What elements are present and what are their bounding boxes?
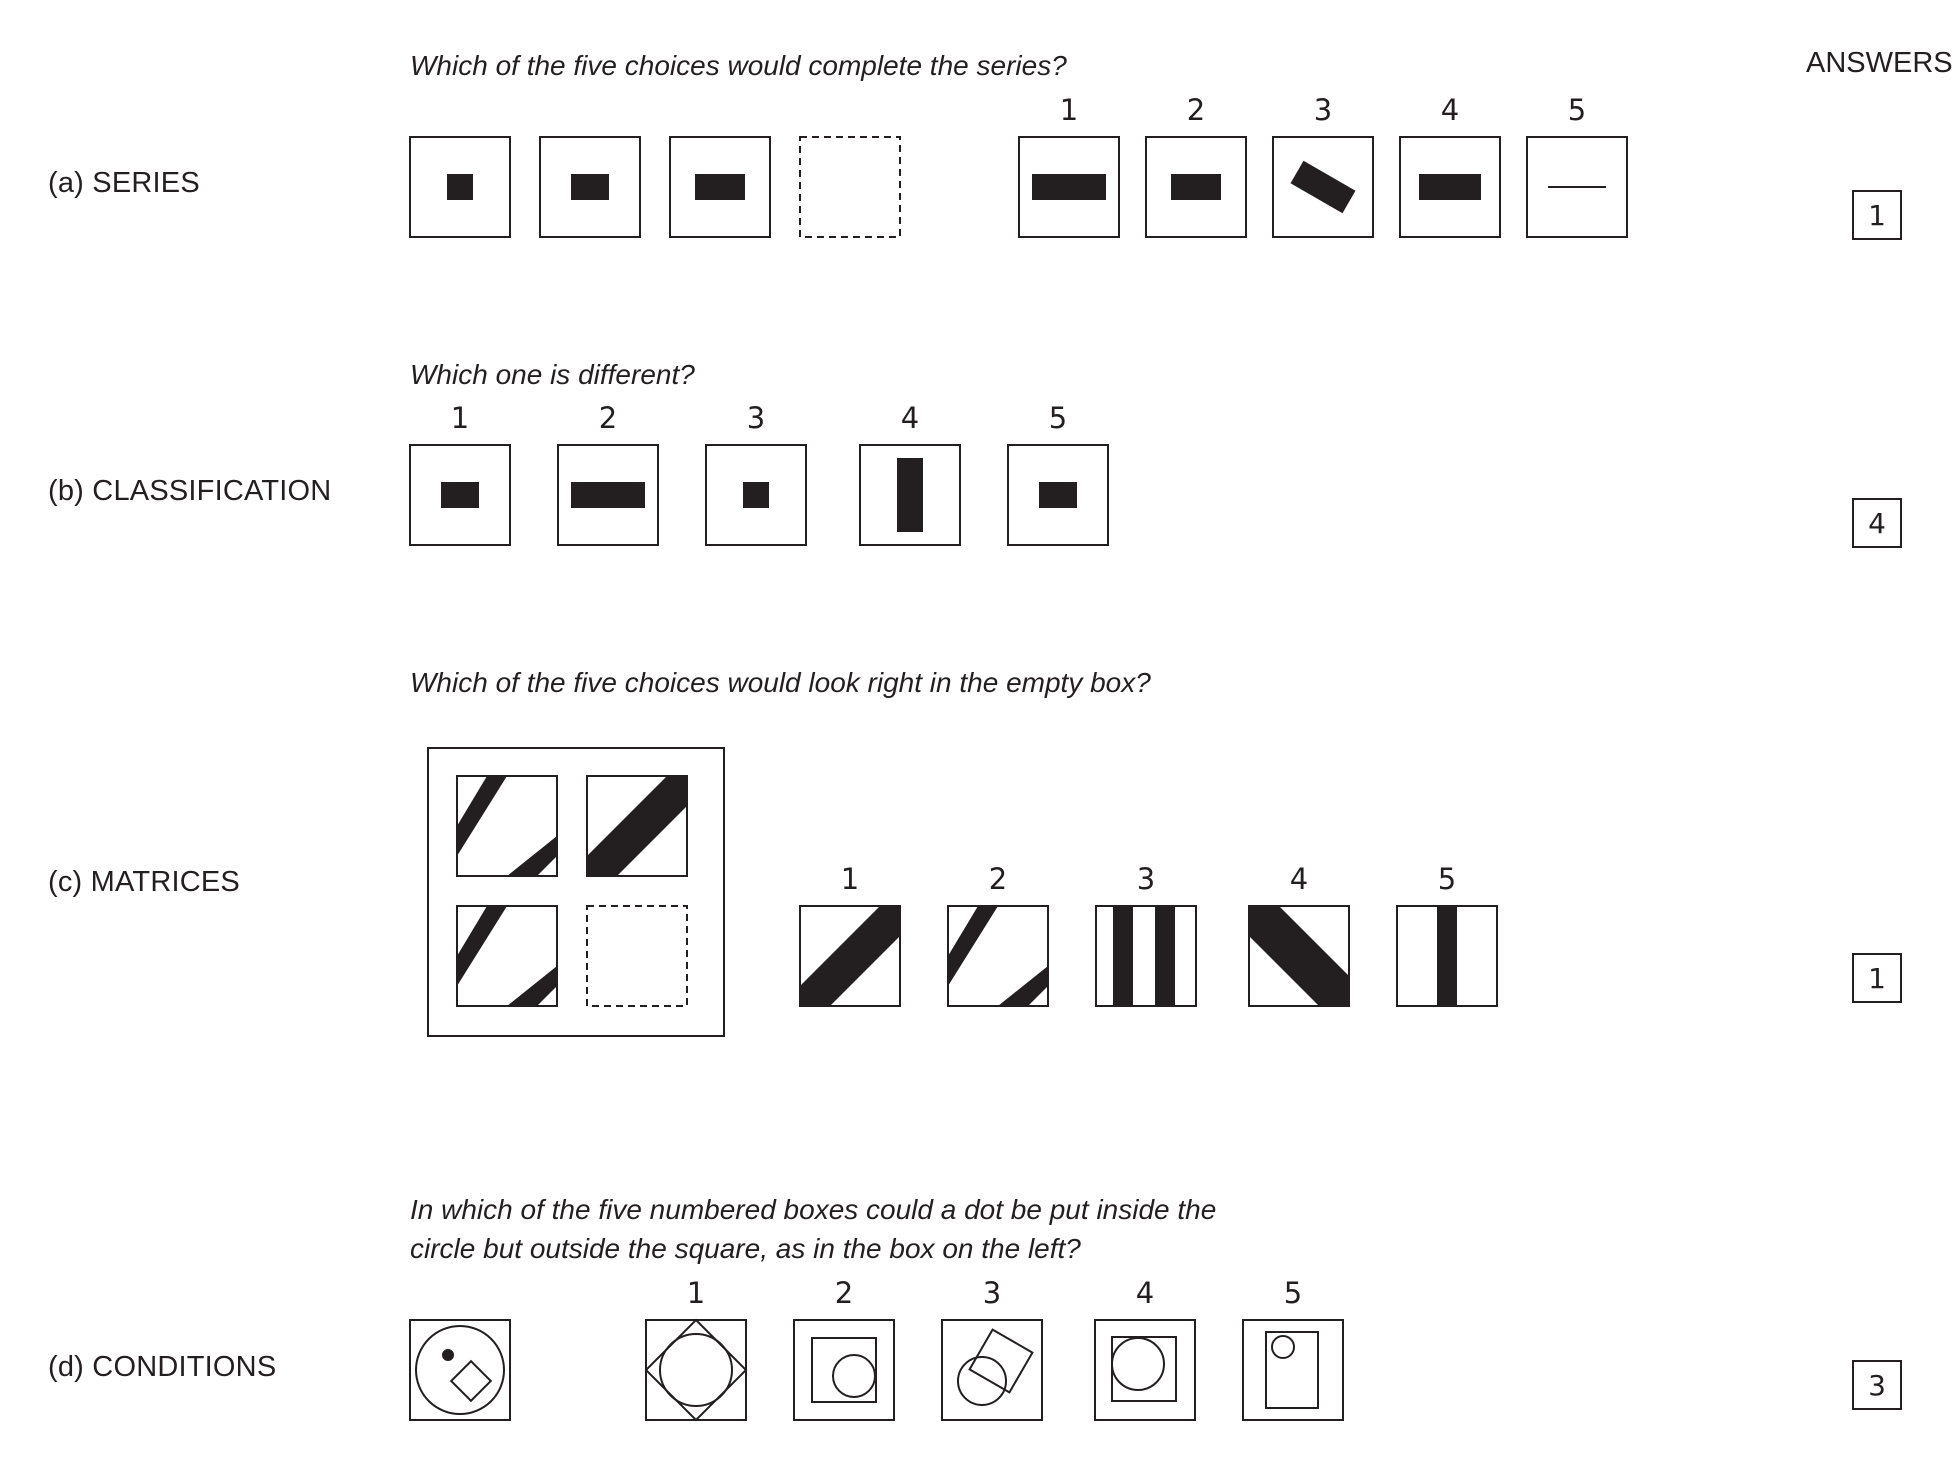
classification-choice-5[interactable]	[1007, 444, 1109, 546]
section-a-question: Which of the five choices would complete…	[410, 50, 1067, 81]
answer-box-b: 4	[1852, 498, 1902, 548]
answers-heading: ANSWERS	[1806, 47, 1953, 79]
series-choice-2[interactable]	[1145, 136, 1247, 238]
choice-3-square	[968, 1328, 1034, 1394]
conditions-choice-5[interactable]	[1242, 1319, 1344, 1421]
series-box-2	[539, 136, 641, 238]
matrix-empty-cell	[586, 905, 688, 1007]
choice-1-bar	[1032, 174, 1106, 200]
matrix-choice-3[interactable]	[1095, 905, 1197, 1007]
classification-number-4: 4	[901, 401, 919, 435]
matrix-choice-3-stripe-right	[1155, 906, 1175, 1006]
section-c-label: (c) MATRICES	[48, 866, 240, 898]
matrix-choice-2-stripes	[948, 906, 1048, 1006]
answer-box-d: 3	[1852, 1360, 1902, 1410]
matrix-frame	[427, 747, 725, 1037]
conditions-example-box	[409, 1319, 511, 1421]
matrix-number-1: 1	[841, 862, 859, 896]
choice-4-circle	[1111, 1337, 1165, 1391]
matrix-cell-1-stripes	[457, 776, 557, 876]
matrix-number-2: 2	[989, 862, 1007, 896]
classification-choice-1[interactable]	[409, 444, 511, 546]
series-number-4: 4	[1441, 93, 1459, 127]
section-c-question: Which of the five choices would look rig…	[410, 667, 1151, 698]
choice-5-circle	[1271, 1335, 1295, 1359]
series-sequence	[409, 136, 901, 238]
series-bar-1	[447, 174, 473, 200]
example-dot	[442, 1349, 454, 1361]
choice-5-rectangle	[1265, 1331, 1319, 1409]
series-number-3: 3	[1314, 93, 1332, 127]
classification-number-3: 3	[747, 401, 765, 435]
section-b-label: (b) CLASSIFICATION	[48, 475, 332, 507]
classification-number-2: 2	[599, 401, 617, 435]
conditions-choices	[645, 1319, 1344, 1421]
conditions-choice-4[interactable]	[1094, 1319, 1196, 1421]
matrix-choices	[799, 905, 1498, 1007]
matrix-cell-2	[586, 775, 688, 877]
answer-box-c: 1	[1852, 953, 1902, 1003]
classification-bar-2	[571, 482, 645, 508]
choice-1-circle	[659, 1333, 733, 1407]
series-bar-2	[571, 174, 609, 200]
series-box-1	[409, 136, 511, 238]
choice-2-circle	[832, 1354, 876, 1398]
matrix-choice-4-stripe	[1249, 906, 1349, 1006]
example-square	[449, 1359, 493, 1403]
classification-number-5: 5	[1049, 401, 1067, 435]
classification-number-1: 1	[451, 401, 469, 435]
series-choice-5[interactable]	[1526, 136, 1628, 238]
matrix-choice-4[interactable]	[1248, 905, 1350, 1007]
classification-choice-4[interactable]	[859, 444, 961, 546]
classification-choice-3[interactable]	[705, 444, 807, 546]
classification-choices	[409, 444, 1109, 546]
section-d-label: (d) CONDITIONS	[48, 1351, 277, 1383]
classification-bar-1	[441, 482, 479, 508]
conditions-choice-3[interactable]	[941, 1319, 1043, 1421]
choice-3-circle	[957, 1356, 1007, 1406]
conditions-number-1: 1	[687, 1276, 705, 1310]
answer-box-a: 1	[1852, 190, 1902, 240]
section-b-question: Which one is different?	[410, 359, 695, 390]
choice-2-square	[811, 1337, 877, 1403]
choice-1-diamond	[644, 1318, 748, 1422]
matrix-number-3: 3	[1137, 862, 1155, 896]
choice-4-square	[1111, 1336, 1177, 1402]
classification-choice-2[interactable]	[557, 444, 659, 546]
section-a-label: (a) SERIES	[48, 167, 200, 199]
choice-2-bar	[1171, 174, 1221, 200]
series-choice-4[interactable]	[1399, 136, 1501, 238]
series-choices	[1018, 136, 1628, 238]
series-empty-box	[799, 136, 901, 238]
section-d-question-line1: In which of the five numbered boxes coul…	[410, 1194, 1217, 1225]
series-number-1: 1	[1060, 93, 1078, 127]
matrix-choice-5-stripe	[1437, 906, 1457, 1006]
conditions-number-3: 3	[983, 1276, 1001, 1310]
example-circle	[415, 1325, 505, 1415]
series-bar-3	[695, 174, 745, 200]
matrix-cell-2-stripe	[587, 776, 687, 876]
conditions-choice-2[interactable]	[793, 1319, 895, 1421]
choice-3-bar-rotated	[1290, 160, 1356, 214]
classification-bar-5	[1039, 482, 1077, 508]
matrix-choice-1-stripe	[800, 906, 900, 1006]
series-number-5: 5	[1568, 93, 1586, 127]
section-d-question-line2: circle but outside the square, as in the…	[410, 1233, 1081, 1264]
matrix-number-4: 4	[1290, 862, 1308, 896]
matrix-number-5: 5	[1438, 862, 1456, 896]
classification-bar-4-vertical	[897, 458, 923, 532]
matrix-choice-1[interactable]	[799, 905, 901, 1007]
conditions-number-5: 5	[1284, 1276, 1302, 1310]
choice-4-bar	[1419, 174, 1481, 200]
matrix-cell-3-stripes	[457, 906, 557, 1006]
series-choice-1[interactable]	[1018, 136, 1120, 238]
series-choice-3[interactable]	[1272, 136, 1374, 238]
series-number-2: 2	[1187, 93, 1205, 127]
series-box-3	[669, 136, 771, 238]
conditions-number-2: 2	[835, 1276, 853, 1310]
conditions-number-4: 4	[1136, 1276, 1154, 1310]
matrix-choice-3-stripe-left	[1113, 906, 1133, 1006]
classification-bar-3	[743, 482, 769, 508]
